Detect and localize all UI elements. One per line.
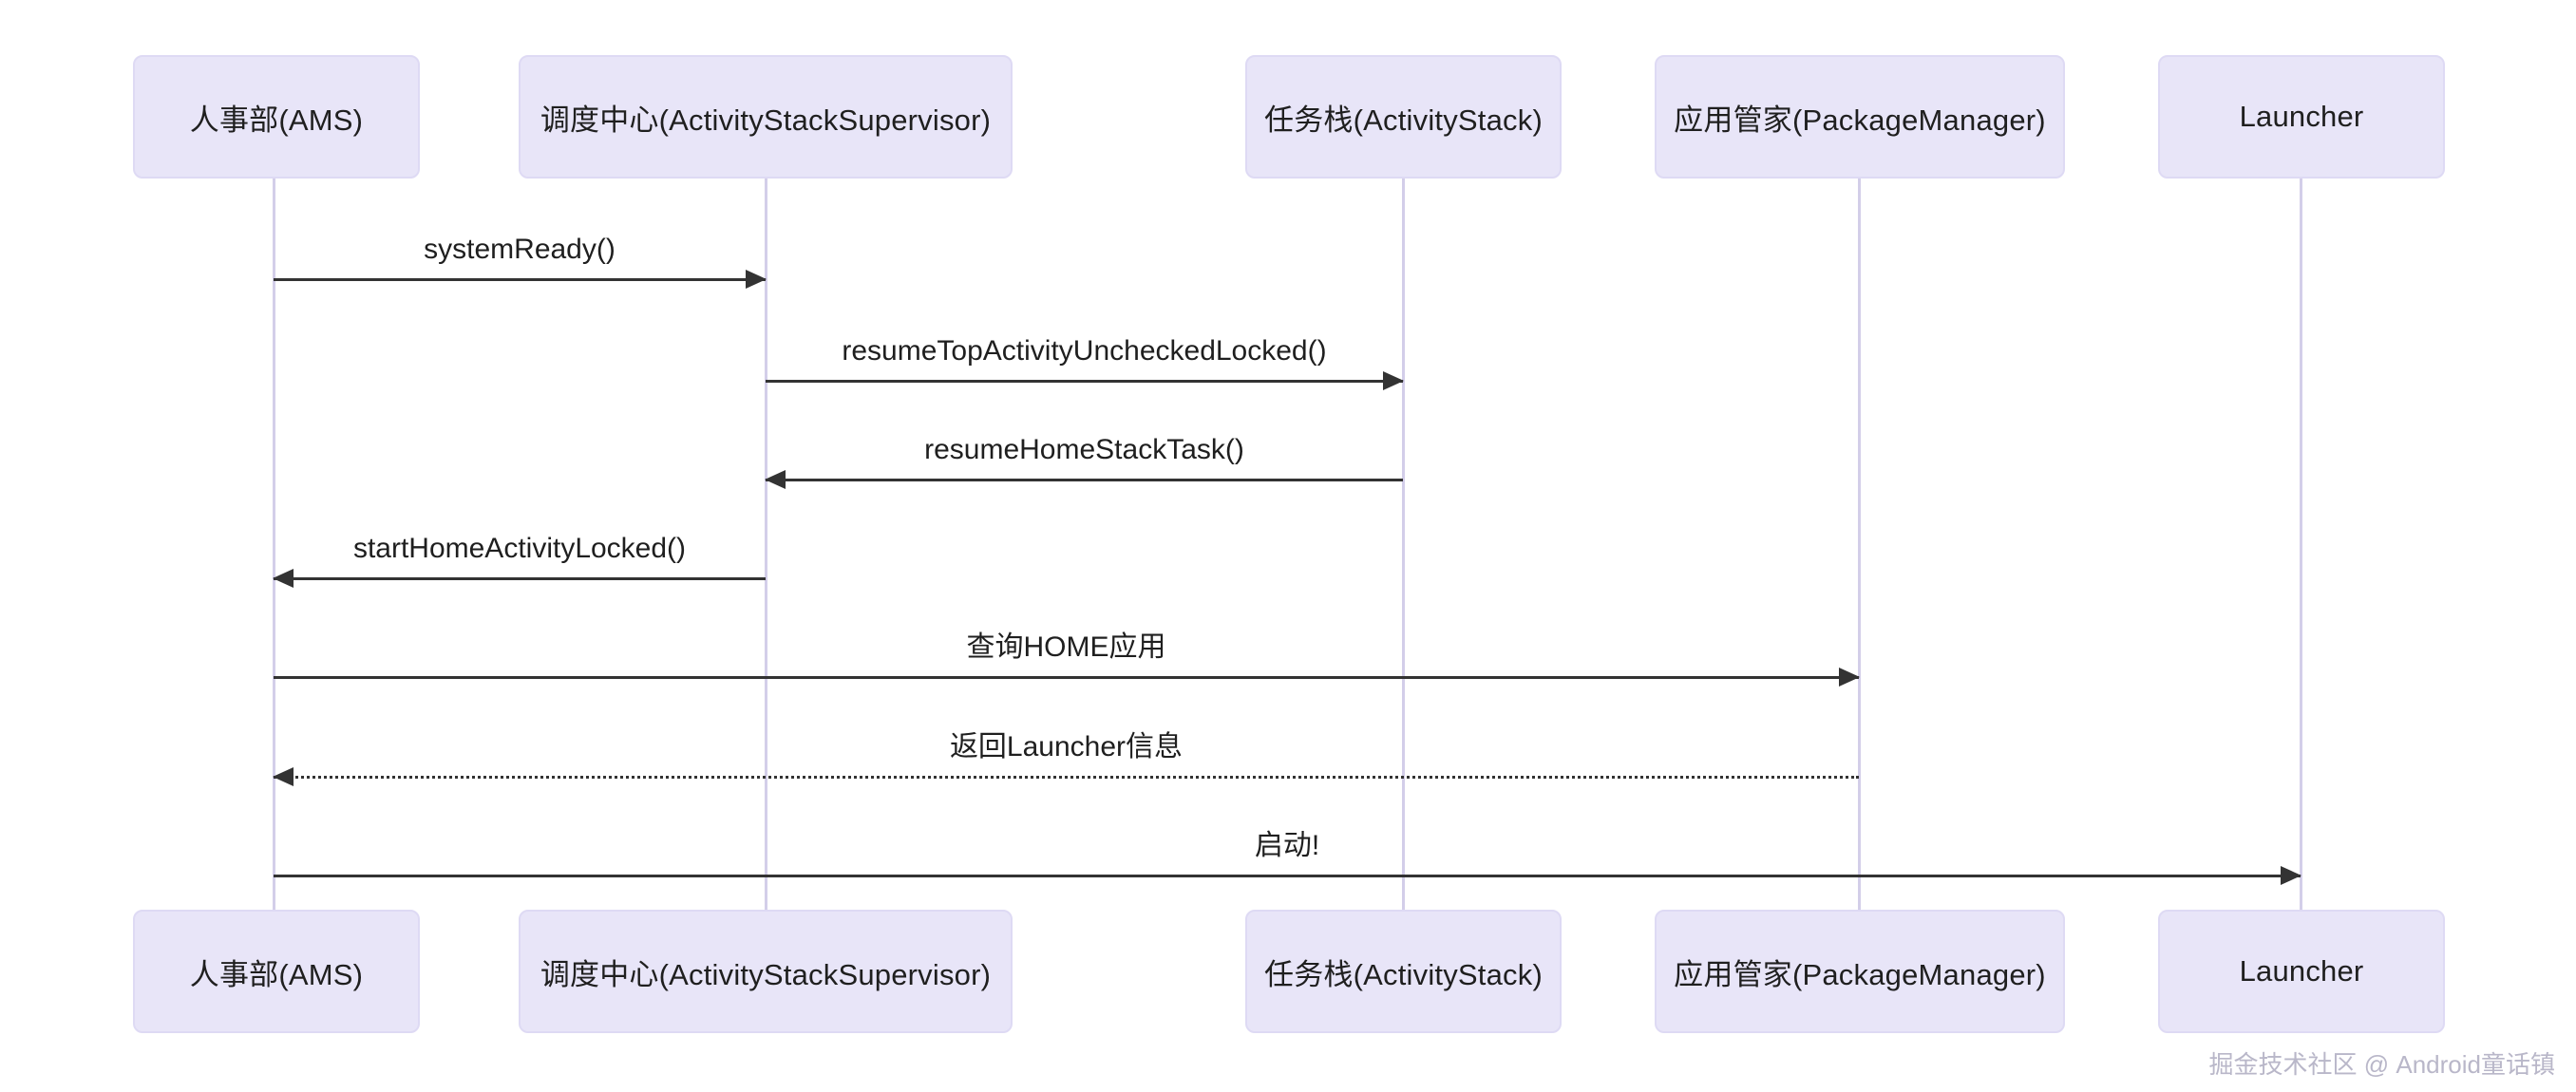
lifeline-supervisor (765, 179, 767, 910)
participant-label: Launcher (2239, 100, 2364, 133)
arrowhead-left-icon (273, 767, 294, 786)
footer-participant-pm[interactable]: 应用管家(PackageManager) (1655, 910, 2065, 1033)
footer-participant-supervisor[interactable]: 调度中心(ActivityStackSupervisor) (519, 910, 1013, 1033)
message-line (766, 479, 1403, 481)
arrowhead-left-icon (273, 569, 294, 588)
participant-label: 调度中心(ActivityStackSupervisor) (540, 103, 992, 137)
participant-label: 人事部(AMS) (189, 103, 364, 137)
message-label: 查询HOME应用 (966, 631, 1166, 663)
lifeline-pm (1858, 179, 1861, 910)
participant-label: 任务栈(ActivityStack) (1264, 957, 1543, 991)
header-participant-supervisor[interactable]: 调度中心(ActivityStackSupervisor) (519, 55, 1013, 179)
message-line (274, 278, 766, 281)
participant-label: 调度中心(ActivityStackSupervisor) (540, 957, 992, 991)
lifeline-launcher (2300, 179, 2302, 910)
header-participant-launcher[interactable]: Launcher (2158, 55, 2445, 179)
footer-participant-ams[interactable]: 人事部(AMS) (133, 910, 420, 1033)
arrowhead-right-icon (1383, 371, 1404, 390)
header-participant-pm[interactable]: 应用管家(PackageManager) (1655, 55, 2065, 179)
participant-label: 任务栈(ActivityStack) (1264, 103, 1543, 137)
participant-label: 应用管家(PackageManager) (1674, 103, 2046, 137)
lifeline-stack (1402, 179, 1405, 910)
participant-label: 应用管家(PackageManager) (1674, 957, 2046, 991)
message-label: 返回Launcher信息 (949, 731, 1184, 763)
watermark: 掘金技术社区 @ Android童话镇 (2208, 1050, 2555, 1079)
message-label: 启动! (1254, 830, 1320, 861)
message-label: startHomeActivityLocked() (352, 533, 687, 564)
message-label: systemReady() (424, 234, 616, 265)
footer-participant-stack[interactable]: 任务栈(ActivityStack) (1245, 910, 1562, 1033)
message-line (274, 776, 1859, 779)
arrowhead-right-icon (1839, 668, 1860, 687)
arrowhead-right-icon (2281, 866, 2301, 885)
footer-participant-launcher[interactable]: Launcher (2158, 910, 2445, 1033)
message-label: resumeTopActivityUncheckedLocked() (842, 335, 1327, 367)
message-label: resumeHomeStackTask() (924, 434, 1244, 465)
lifeline-ams (273, 179, 275, 910)
participant-label: Launcher (2239, 954, 2364, 988)
participant-label: 人事部(AMS) (189, 957, 364, 991)
message-line (766, 380, 1403, 383)
message-line (274, 875, 2301, 877)
arrowhead-left-icon (765, 470, 786, 489)
message-line (274, 577, 766, 580)
header-participant-stack[interactable]: 任务栈(ActivityStack) (1245, 55, 1562, 179)
header-participant-ams[interactable]: 人事部(AMS) (133, 55, 420, 179)
arrowhead-right-icon (746, 270, 767, 289)
message-line (274, 676, 1859, 679)
